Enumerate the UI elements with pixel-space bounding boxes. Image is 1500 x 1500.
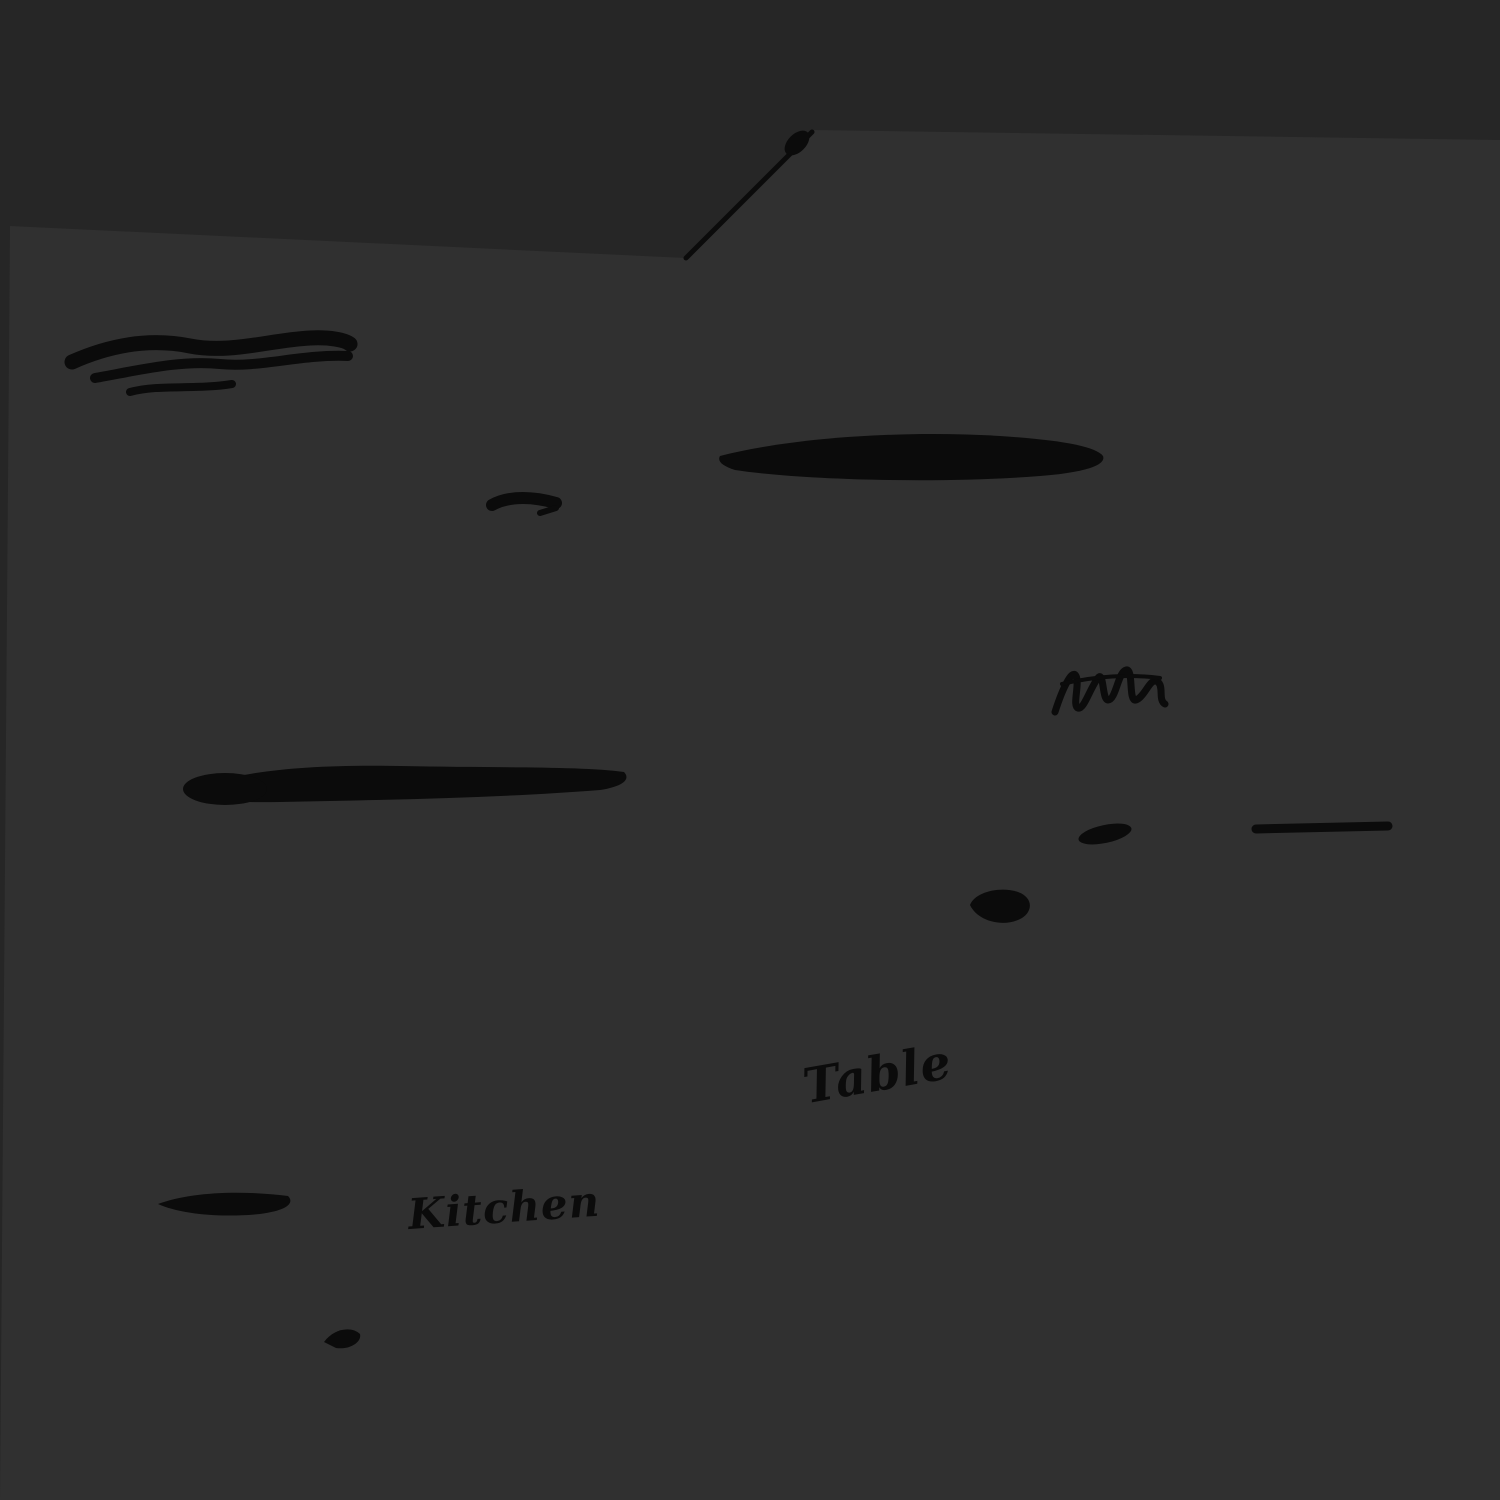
heavy-stroke-upper-right: [719, 434, 1104, 481]
ink-layer: Kitchen Table: [64, 129, 1393, 1349]
ink-blob-right-center: [970, 889, 1030, 923]
heavy-dash-lower-left: [158, 1192, 291, 1216]
scribble-top-left: [64, 330, 358, 396]
paper-sheet: [0, 130, 1500, 1500]
small-dash-right: [1078, 823, 1132, 845]
small-mark-upper-middle: [486, 492, 562, 516]
short-line-far-right: [1251, 821, 1393, 834]
illegible-word-stroke: [1051, 666, 1169, 716]
corner-ink-blot: [784, 130, 810, 156]
tiny-blob-bottom-left: [324, 1329, 361, 1349]
heavy-stroke-middle-left: [183, 765, 627, 805]
